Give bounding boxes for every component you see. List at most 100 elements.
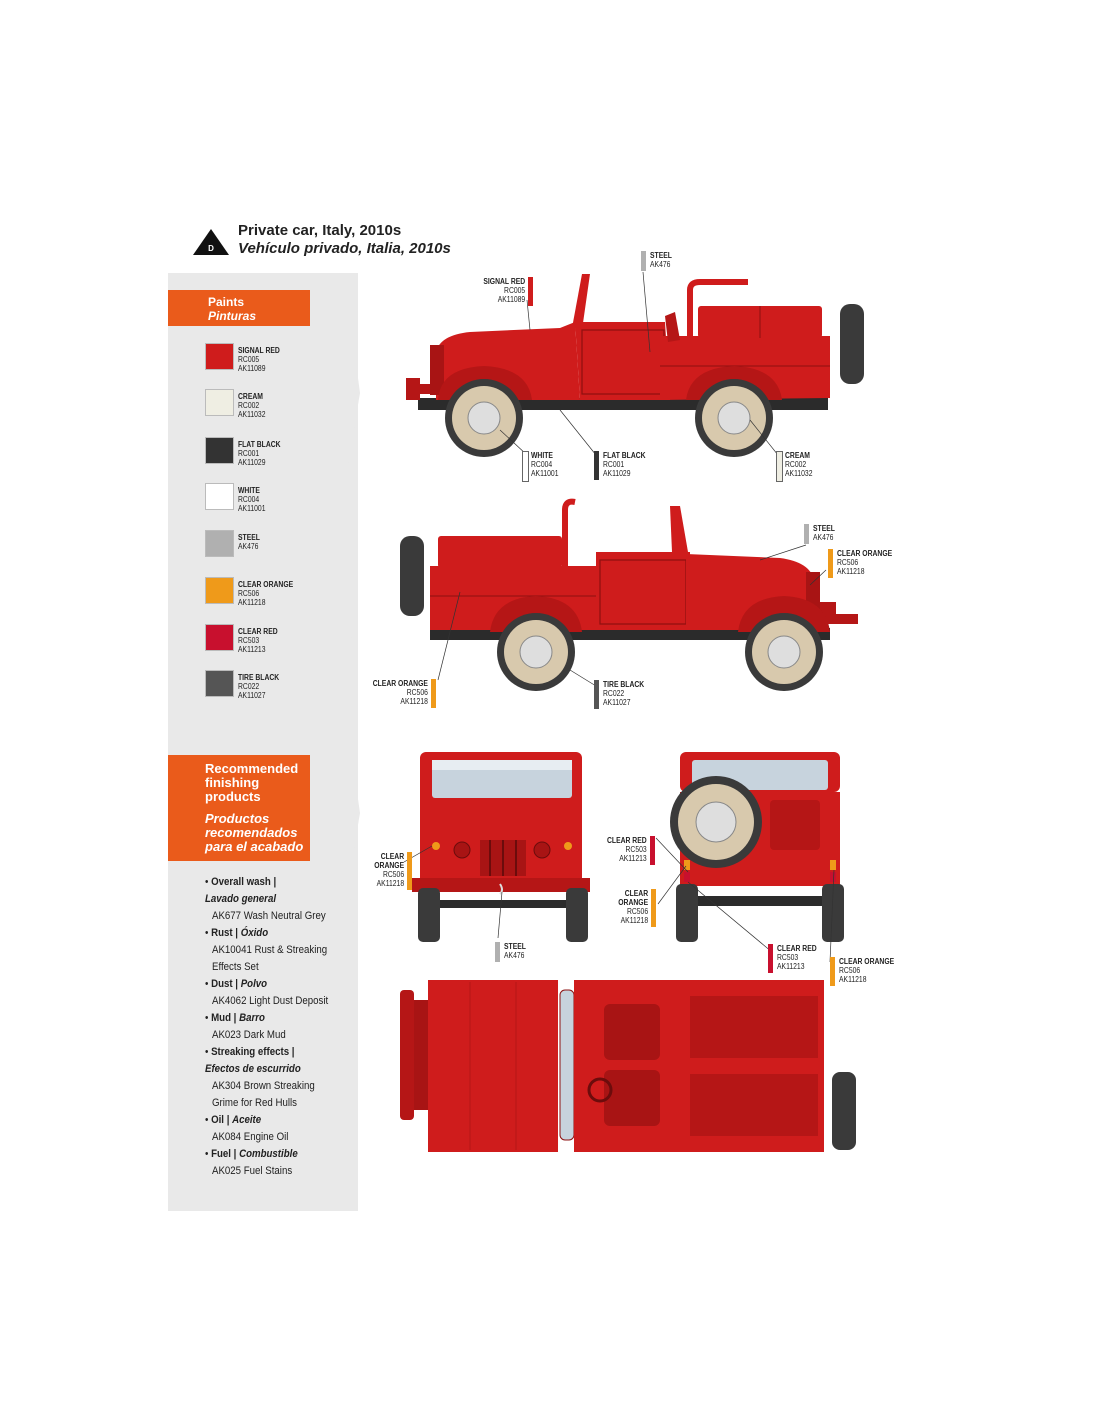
callout-line: AK11218	[376, 879, 404, 888]
callout-line: CLEAR	[624, 889, 648, 898]
callout-line: CLEAR	[380, 852, 404, 861]
top-view	[400, 980, 856, 1152]
finishing-product: AK10041 Rust & Streaking	[212, 944, 328, 956]
finishing-title-es-line: para el acabado	[205, 839, 304, 854]
finishing-item-en: Rust |	[211, 927, 238, 939]
finishing-item-es: Combustible	[239, 1148, 298, 1160]
side-view-left	[406, 271, 864, 457]
finishing-item-es-row: Lavado general	[205, 893, 276, 905]
side-panel	[168, 273, 358, 1211]
paint-code: RC506	[238, 589, 260, 598]
paint-code: RC001	[238, 449, 260, 458]
panel-torn-edge	[330, 273, 360, 1211]
callout-color-bar	[830, 957, 835, 986]
finishing-item: • Dust | Polvo	[205, 978, 268, 990]
finishing-item: • Streaking effects |	[205, 1046, 295, 1058]
finishing-item-en: Fuel |	[211, 1148, 237, 1160]
paint-swatch	[205, 624, 234, 651]
paint-code: AK11029	[238, 458, 266, 467]
paint-code: AK11213	[238, 645, 266, 654]
callout-line: RC506	[837, 558, 859, 567]
paint-code: AK11089	[238, 364, 266, 373]
callout-line: AK11027	[603, 698, 631, 707]
paint-swatch	[205, 389, 234, 416]
callout-color-bar	[495, 942, 500, 962]
finishing-item-es: Efectos de escurrido	[205, 1063, 301, 1075]
callout-line: ORANGE	[618, 898, 648, 907]
callout-color-bar	[776, 451, 783, 482]
paint-code: AK11027	[238, 691, 266, 700]
callout-color-bar	[594, 680, 599, 709]
paints-header: Paints Pinturas	[168, 290, 310, 326]
callout-line: AK11089	[497, 295, 525, 304]
callout-line: STEEL	[504, 942, 526, 951]
callout-line: RC002	[785, 460, 807, 469]
finishing-title-es-line: recomendados	[205, 825, 298, 840]
callout-color-bar	[828, 549, 833, 578]
finishing-product: AK677 Wash Neutral Grey	[212, 910, 326, 922]
finishing-header: Recommended finishing products Productos…	[168, 755, 310, 861]
callout-line: RC506	[626, 907, 648, 916]
finishing-item-es: Lavado general	[205, 893, 277, 905]
callout-line: SIGNAL RED	[483, 277, 525, 286]
paint-code: RC002	[238, 401, 260, 410]
callout-line: ORANGE	[374, 861, 404, 870]
paints-title: Paints	[208, 295, 245, 309]
callout-line: AK11032	[785, 469, 813, 478]
finishing-product: AK304 Brown Streaking	[212, 1080, 315, 1092]
callout-line: AK476	[504, 951, 525, 960]
callout-line: CLEAR ORANGE	[372, 679, 428, 688]
paint-name: CLEAR ORANGE	[238, 580, 294, 589]
callout-color-bar	[641, 251, 646, 271]
paint-swatch	[205, 483, 234, 510]
finishing-product: Effects Set	[212, 961, 259, 973]
finishing-item-es: Óxido	[240, 927, 269, 939]
finishing-item-es-row: Efectos de escurrido	[205, 1063, 301, 1075]
callout-line: CLEAR RED	[777, 944, 817, 953]
callout-line: RC001	[603, 460, 625, 469]
paint-code: RC503	[238, 636, 260, 645]
paint-swatch	[205, 343, 234, 370]
paint-code: AK11218	[238, 598, 266, 607]
callout-line: AK11001	[531, 469, 559, 478]
callout-line: RC503	[625, 845, 647, 854]
callout-line: AK11029	[603, 469, 631, 478]
finishing-item: • Rust | Óxido	[205, 927, 269, 939]
callout-line: RC004	[531, 460, 553, 469]
callout-line: CLEAR ORANGE	[837, 549, 893, 558]
callout-line: RC506	[382, 870, 404, 879]
callout-color-bar	[650, 836, 655, 865]
callout-line: CLEAR RED	[607, 836, 647, 845]
finishing-product: AK023 Dark Mud	[212, 1029, 286, 1041]
page-title: Private car, Italy, 2010s	[238, 222, 402, 239]
paint-swatch	[205, 530, 234, 557]
paint-code: AK11032	[238, 410, 266, 419]
finishing-product: AK4062 Light Dust Deposit	[212, 995, 329, 1007]
callout-color-bar	[522, 451, 529, 482]
finishing-item-en: Oil |	[211, 1114, 230, 1126]
paint-name: TIRE BLACK	[238, 673, 280, 682]
paint-name: CREAM	[238, 392, 263, 401]
finishing-title-line: Recommended	[205, 761, 299, 776]
paint-code: RC004	[238, 495, 260, 504]
finishing-item: • Fuel | Combustible	[205, 1148, 298, 1160]
callout-line: AK11218	[400, 697, 428, 706]
finishing-item-en: Mud |	[211, 1012, 237, 1024]
